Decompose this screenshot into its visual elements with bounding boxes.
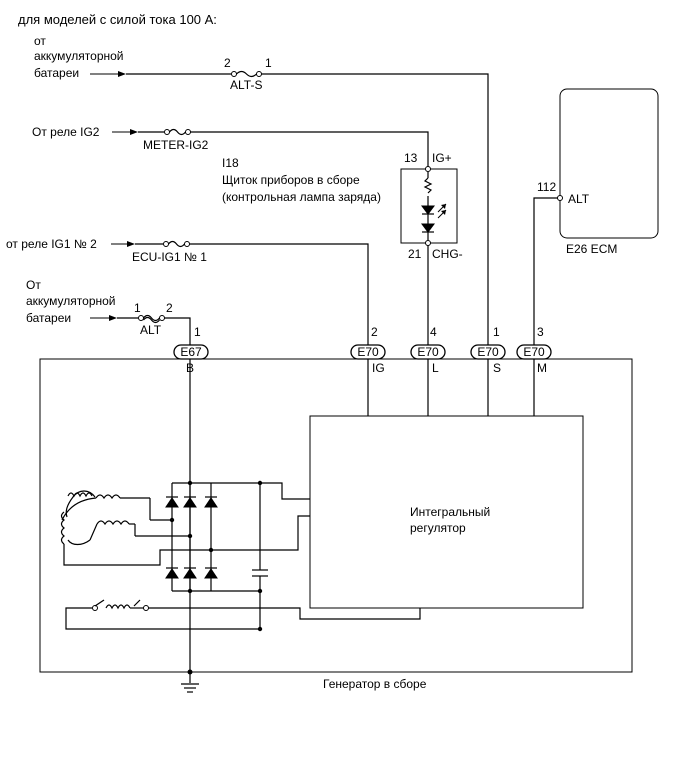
svg-text:E70: E70 [523, 345, 545, 359]
svg-text:L: L [432, 361, 439, 375]
page-heading: для моделей с силой тока 100 A: [18, 12, 217, 27]
wire-ig2 [190, 131, 429, 169]
relay-ig2-label: От реле IG2 [32, 125, 100, 139]
wire-b [164, 317, 191, 345]
fuse-alt-s-pin-left: 2 [224, 56, 231, 70]
generator-box [39, 358, 633, 673]
connector-e70-s: 1 E70 S [470, 325, 506, 375]
svg-text:E70: E70 [477, 345, 499, 359]
svg-text:аккумуляторной: аккумуляторной [26, 294, 116, 308]
fuse-alt-s [231, 70, 262, 78]
ecm-pin-name: ALT [568, 192, 590, 206]
capacitor-icon [252, 483, 268, 632]
arrow-head [118, 71, 126, 77]
rotor-coil-icon [65, 599, 421, 630]
svg-text:аккумуляторной: аккумуляторной [34, 49, 124, 63]
meter-id: I18 [222, 156, 239, 170]
svg-text:1: 1 [194, 325, 201, 339]
rectifier-bridge [165, 480, 263, 594]
fuse-alt-s-label: ALT-S [230, 78, 262, 92]
fuse-ecu-ig1 [163, 240, 190, 248]
regulator-label-line2: регулятор [410, 521, 466, 535]
connector-e67-b: 1 E67 B [173, 325, 209, 375]
fuse-meter-ig2-label: METER-IG2 [143, 138, 209, 152]
svg-text:IG: IG [372, 361, 385, 375]
wire-m [533, 197, 558, 345]
wire-ig [189, 243, 369, 345]
svg-text:M: M [537, 361, 547, 375]
arrow-head [109, 315, 117, 321]
meter-pin-top-num: 13 [404, 151, 418, 165]
svg-text:E70: E70 [357, 345, 379, 359]
ecm-pin-num: 112 [537, 180, 556, 194]
svg-text:E70: E70 [417, 345, 439, 359]
fuse-meter-ig2 [164, 128, 191, 136]
fuse-alt-pin-left: 1 [134, 301, 141, 315]
battery-source-bottom: От аккумуляторной батареи [26, 278, 116, 325]
ecm-label: E26 ECM [566, 242, 617, 256]
svg-text:1: 1 [493, 325, 500, 339]
svg-text:4: 4 [430, 325, 437, 339]
fuse-alt-pin-right: 2 [166, 301, 173, 315]
stator-coil-icon [60, 490, 211, 566]
connector-e70-ig: 2 E70 IG [350, 325, 386, 375]
arrow-head [130, 129, 138, 135]
svg-text:3: 3 [537, 325, 544, 339]
svg-text:от: от [34, 34, 46, 48]
svg-text:2: 2 [371, 325, 378, 339]
svg-text:(контрольная лампа заряда): (контрольная лампа заряда) [222, 190, 381, 204]
fuse-ecu-ig1-label: ECU-IG1 № 1 [132, 250, 207, 264]
generator-label: Генератор в сборе [323, 677, 427, 691]
wire-s [261, 73, 489, 345]
svg-text:От: От [26, 278, 41, 292]
svg-text:батареи: батареи [34, 66, 79, 80]
charge-lamp-icon [421, 172, 447, 240]
connector-e70-l: 4 E70 L [410, 325, 446, 375]
regulator-box [309, 415, 584, 609]
ecm-box [559, 88, 659, 239]
svg-text:Щиток приборов в сборе: Щиток приборов в сборе [222, 173, 360, 187]
regulator-label-line1: Интегральный [410, 505, 490, 519]
fuse-alt-label: ALT [140, 323, 162, 337]
svg-text:E67: E67 [180, 345, 202, 359]
relay-ig1-label: от реле IG1 № 2 [6, 237, 97, 251]
arrow-head [127, 241, 135, 247]
svg-text:батареи: батареи [26, 311, 71, 325]
ground-icon [181, 683, 199, 693]
svg-text:S: S [493, 361, 501, 375]
battery-source-top: от аккумуляторной батареи [34, 34, 124, 80]
fuse-alt [138, 314, 165, 324]
meter-pin-top-name: IG+ [432, 151, 452, 165]
meter-info: I18 Щиток приборов в сборе (контрольная … [222, 156, 381, 204]
meter-pin-bottom-num: 21 [408, 247, 422, 261]
fuse-alt-s-pin-right: 1 [265, 56, 272, 70]
meter-pin-bottom-name: CHG- [432, 247, 463, 261]
